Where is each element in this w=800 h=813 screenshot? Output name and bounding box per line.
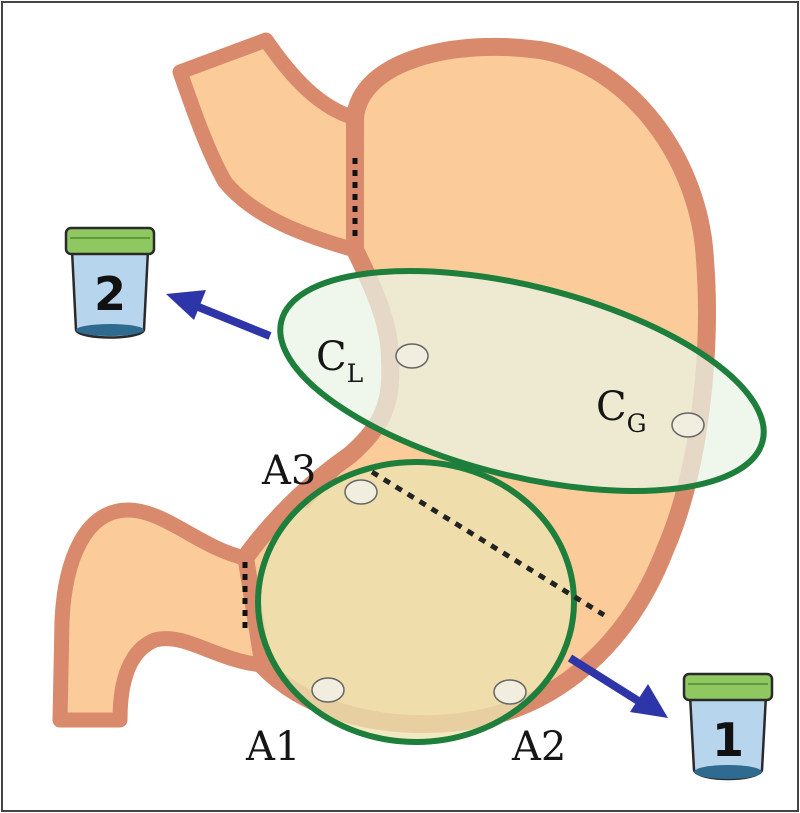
label-a3: A3 (261, 448, 316, 494)
label-a1: A1 (245, 724, 300, 770)
container-1-number: 1 (712, 713, 744, 767)
container-2-lid (64, 226, 156, 256)
container-2-number: 2 (94, 267, 126, 321)
specimen-container-1: 1 (682, 672, 774, 781)
biopsy-point-cg (671, 412, 705, 438)
esophagus (172, 32, 363, 258)
label-a2: A2 (511, 724, 566, 770)
biopsy-point-a2 (493, 679, 527, 705)
specimen-container-2: 2 (64, 226, 156, 339)
antrum-boundary-line (370, 469, 606, 618)
container-1-liquid (694, 765, 762, 779)
duodenum (52, 502, 270, 728)
arrow-to-container-1 (567, 654, 668, 718)
biopsy-point-a3 (344, 479, 378, 505)
biopsy-point-a1 (311, 677, 345, 703)
arrow-to-container-2 (166, 290, 272, 340)
biopsy-point-cl (395, 343, 429, 369)
label-cl: CL (316, 334, 363, 388)
body-region (277, 268, 767, 494)
label-cg: CG (596, 384, 647, 438)
container-2-liquid (76, 324, 144, 336)
container-1-lid (682, 672, 774, 702)
antrum-region (255, 459, 577, 745)
